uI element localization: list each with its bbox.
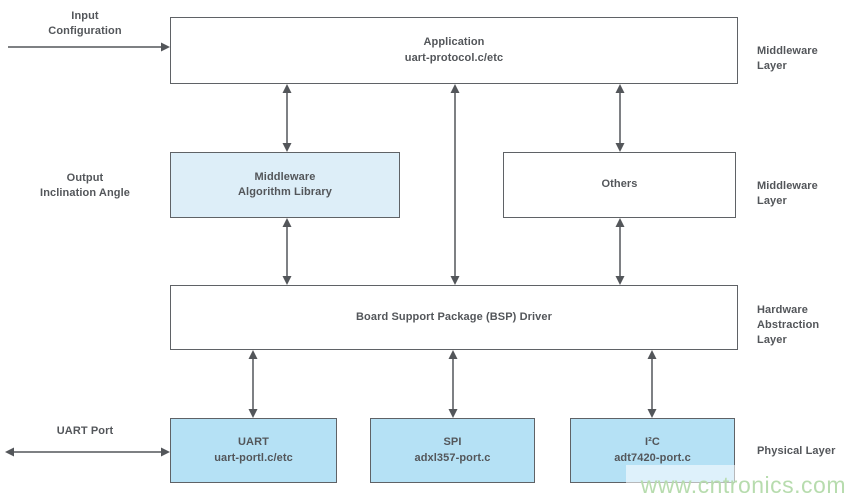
spi-box-title: SPI — [443, 436, 462, 449]
watermark-text: www.cntronics.com — [640, 472, 846, 498]
layer-label-middleware-top: Middleware Layer — [757, 45, 818, 72]
spi-box: SPI adxl357-port.c — [370, 418, 535, 483]
watermark-highlight — [626, 465, 738, 483]
spi-box-subtitle: adxl357-port.c — [414, 451, 491, 464]
output-inclination-angle-label: Output Inclination Angle — [23, 171, 147, 201]
uart-box: UART uart-portl.c/etc — [170, 418, 337, 483]
output-inclination-angle-label-line2: Inclination Angle — [40, 186, 130, 199]
bsp-driver-box-title: Board Support Package (BSP) Driver — [356, 310, 552, 323]
others-box: Others — [503, 152, 736, 218]
application-box-title: Application — [423, 36, 485, 49]
layer-label-hardware-abstraction: Hardware Abstraction Layer — [757, 303, 849, 348]
layer-label-middleware-middle: Middleware Layer — [757, 180, 818, 207]
middleware-algorithm-library-box-line1: Middleware — [254, 170, 316, 183]
bsp-driver-box: Board Support Package (BSP) Driver — [170, 285, 738, 350]
middleware-algorithm-library-box: Middleware Algorithm Library — [170, 152, 400, 218]
uart-box-title: UART — [238, 436, 269, 449]
input-configuration-label: Input Configuration — [35, 9, 135, 39]
i2c-box-title: I²C — [645, 436, 660, 449]
input-configuration-label-line1: Input — [71, 10, 99, 22]
application-box-subtitle: uart-protocol.c/etc — [404, 51, 504, 64]
layer-label-hardware-abstraction-line2: Abstraction Layer — [757, 318, 820, 346]
middleware-algorithm-library-box-line2: Algorithm Library — [238, 186, 332, 198]
others-box-title: Others — [601, 178, 638, 191]
input-configuration-label-line2: Configuration — [48, 24, 122, 37]
uart-port-label: UART Port — [56, 425, 114, 437]
layer-label-physical: Physical Layer — [757, 445, 836, 457]
layer-label-hardware-abstraction-line1: Hardware — [757, 304, 808, 316]
application-box: Application uart-protocol.c/etc — [170, 17, 738, 84]
i2c-box-subtitle: adt7420-port.c — [614, 451, 691, 464]
output-inclination-angle-label-line1: Output — [66, 172, 104, 184]
uart-box-subtitle: uart-portl.c/etc — [214, 451, 293, 464]
